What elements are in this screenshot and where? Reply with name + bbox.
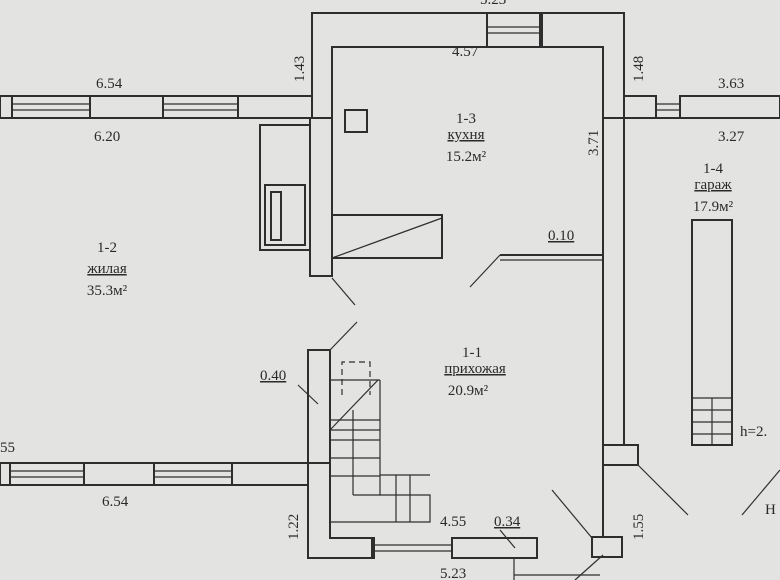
dim-wall-034: 0.34	[494, 514, 521, 530]
room-area: 20.9м²	[448, 383, 489, 399]
dim-kitchen-side: 3.71	[586, 130, 602, 156]
dim-living-bottom: 6.54	[102, 494, 129, 510]
room-living: 1-2 жилая 35.3м²	[86, 240, 127, 299]
room-name: жилая	[86, 261, 127, 277]
room-kitchen: 1-3 кухня 15.2м²	[446, 111, 487, 165]
room-area: 35.3м²	[87, 283, 128, 299]
dim-kitchen-left: 1.43	[292, 56, 308, 82]
garage-letter: Н	[765, 502, 776, 518]
dim-wall-040: 0.40	[260, 368, 286, 384]
room-number: 1-4	[703, 161, 723, 177]
dim-living-top-inner: 6.20	[94, 129, 120, 145]
dim-garage-height: h=2.	[740, 424, 767, 440]
room-number: 1-3	[456, 111, 476, 127]
room-name: кухня	[447, 127, 484, 143]
dim-living-bottom-left: 55	[0, 440, 15, 456]
dim-partition: 0.10	[548, 228, 574, 244]
room-hall: 1-1 прихожая 20.9м²	[444, 345, 506, 399]
dim-right-bottom: 1.55	[631, 514, 647, 540]
dim-hall-left-bottom: 1.22	[286, 514, 302, 540]
dim-hall-bottom-outer: 5.23	[440, 566, 466, 580]
dim-garage-top-inner: 3.27	[718, 129, 745, 145]
room-number: 1-2	[97, 240, 117, 256]
dim-garage-top-outer: 3.63	[718, 76, 744, 92]
room-name: прихожая	[444, 361, 506, 377]
walls	[0, 12, 780, 580]
room-garage: 1-4 гараж 17.9м²	[693, 161, 734, 215]
dim-kitchen-right: 1.48	[631, 56, 647, 82]
room-number: 1-1	[462, 345, 482, 361]
room-area: 15.2м²	[446, 149, 487, 165]
room-area: 17.9м²	[693, 199, 734, 215]
dim-living-top-outer: 6.54	[96, 76, 123, 92]
room-name: гараж	[694, 177, 732, 193]
dim-top-outer: 5.23	[480, 0, 506, 8]
dim-hall-bottom-inner: 4.55	[440, 514, 466, 530]
dim-kitchen-top: 4.57	[452, 44, 479, 60]
